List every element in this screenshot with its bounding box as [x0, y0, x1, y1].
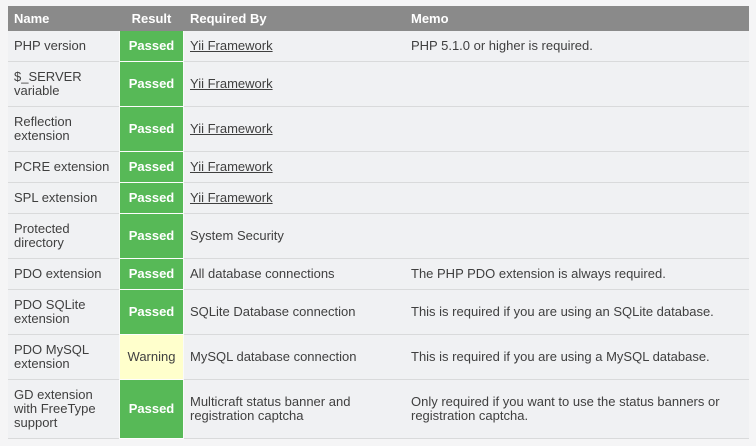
result-cell: Passed: [119, 259, 184, 290]
requirement-name: PHP version: [8, 31, 119, 62]
result-label: Passed: [128, 121, 175, 136]
column-header-name: Name: [8, 6, 119, 31]
requirement-name: Reflection extension: [8, 107, 119, 152]
required-by-link[interactable]: Yii Framework: [190, 38, 273, 53]
required-by-cell: MySQL database connection: [184, 335, 405, 380]
requirement-name: PCRE extension: [8, 152, 119, 183]
requirement-name: Protected directory: [8, 214, 119, 259]
table-row: PCRE extension Passed Yii Framework: [8, 152, 749, 183]
table-row: GD extension with FreeType support Passe…: [8, 380, 749, 439]
result-label: Passed: [128, 159, 175, 174]
required-by-cell: SQLite Database connection: [184, 290, 405, 335]
column-header-required-by: Required By: [184, 6, 405, 31]
result-cell: Passed: [119, 31, 184, 62]
requirement-name: GD extension with FreeType support: [8, 380, 119, 439]
required-by-link[interactable]: Yii Framework: [190, 159, 273, 174]
table-row: SPL extension Passed Yii Framework: [8, 183, 749, 214]
table-header: Name Result Required By Memo: [8, 6, 749, 31]
required-by-text: Multicraft status banner and registratio…: [190, 394, 351, 423]
required-by-link[interactable]: Yii Framework: [190, 76, 273, 91]
memo-text: PHP 5.1.0 or higher is required.: [405, 31, 749, 62]
required-by-cell: All database connections: [184, 259, 405, 290]
requirement-name: $_SERVER variable: [8, 62, 119, 107]
required-by-cell: Yii Framework: [184, 152, 405, 183]
result-label: Passed: [128, 401, 175, 416]
result-label: Warning: [127, 349, 176, 364]
required-by-text: MySQL database connection: [190, 349, 357, 364]
result-cell: Passed: [119, 152, 184, 183]
result-label: Passed: [128, 266, 175, 281]
table-row: $_SERVER variable Passed Yii Framework: [8, 62, 749, 107]
result-cell: Warning: [119, 335, 184, 380]
memo-text: This is required if you are using an SQL…: [405, 290, 749, 335]
requirements-table: Name Result Required By Memo PHP version…: [8, 6, 749, 439]
requirement-name: PDO extension: [8, 259, 119, 290]
required-by-text: System Security: [190, 228, 284, 243]
requirement-name: PDO MySQL extension: [8, 335, 119, 380]
column-header-memo: Memo: [405, 6, 749, 31]
table-row: PDO SQLite extension Passed SQLite Datab…: [8, 290, 749, 335]
table-row: PDO MySQL extension Warning MySQL databa…: [8, 335, 749, 380]
result-label: Passed: [128, 190, 175, 205]
required-by-cell: Yii Framework: [184, 107, 405, 152]
memo-text: [405, 214, 749, 259]
result-label: Passed: [128, 76, 175, 91]
memo-text: [405, 107, 749, 152]
result-cell: Passed: [119, 107, 184, 152]
memo-text: The PHP PDO extension is always required…: [405, 259, 749, 290]
required-by-text: SQLite Database connection: [190, 304, 356, 319]
result-label: Passed: [128, 228, 175, 243]
result-cell: Passed: [119, 380, 184, 439]
required-by-cell: Yii Framework: [184, 62, 405, 107]
result-label: Passed: [128, 38, 175, 53]
memo-text: [405, 183, 749, 214]
requirement-name: PDO SQLite extension: [8, 290, 119, 335]
memo-text: [405, 62, 749, 107]
memo-text: Only required if you want to use the sta…: [405, 380, 749, 439]
result-cell: Passed: [119, 183, 184, 214]
result-cell: Passed: [119, 290, 184, 335]
required-by-cell: Multicraft status banner and registratio…: [184, 380, 405, 439]
required-by-text: All database connections: [190, 266, 335, 281]
result-cell: Passed: [119, 62, 184, 107]
memo-text: This is required if you are using a MySQ…: [405, 335, 749, 380]
table-row: Reflection extension Passed Yii Framewor…: [8, 107, 749, 152]
required-by-link[interactable]: Yii Framework: [190, 121, 273, 136]
memo-text: [405, 152, 749, 183]
result-label: Passed: [128, 304, 175, 319]
required-by-cell: Yii Framework: [184, 31, 405, 62]
table-row: Protected directory Passed System Securi…: [8, 214, 749, 259]
table-row: PDO extension Passed All database connec…: [8, 259, 749, 290]
requirement-name: SPL extension: [8, 183, 119, 214]
required-by-cell: Yii Framework: [184, 183, 405, 214]
table-row: PHP version Passed Yii Framework PHP 5.1…: [8, 31, 749, 62]
required-by-link[interactable]: Yii Framework: [190, 190, 273, 205]
required-by-cell: System Security: [184, 214, 405, 259]
column-header-result: Result: [119, 6, 184, 31]
result-cell: Passed: [119, 214, 184, 259]
